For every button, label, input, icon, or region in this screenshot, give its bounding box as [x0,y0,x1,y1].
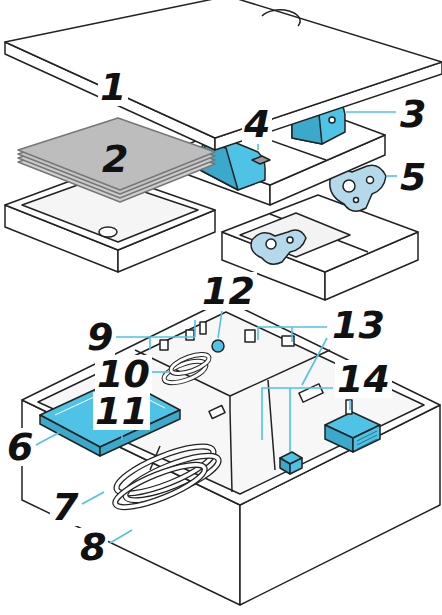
callout-number: 4 [242,105,272,143]
callout-number: 1 [98,68,128,106]
callout-number: 13 [330,306,387,344]
callout-number: 11 [93,392,150,430]
callout-number: 3 [398,95,428,133]
callout-number: 2 [100,140,130,178]
callout-number: 9 [85,318,115,356]
callout-number: 14 [335,360,392,398]
callout-number: 10 [95,355,152,393]
leader-lines [36,112,397,543]
callout-number: 7 [50,488,80,526]
lid [5,0,442,150]
callout-number: 12 [200,272,257,310]
callout-number: 6 [5,428,35,466]
callout-number: 8 [78,528,108,566]
lower-box [22,300,440,605]
callout-number: 5 [398,158,428,196]
